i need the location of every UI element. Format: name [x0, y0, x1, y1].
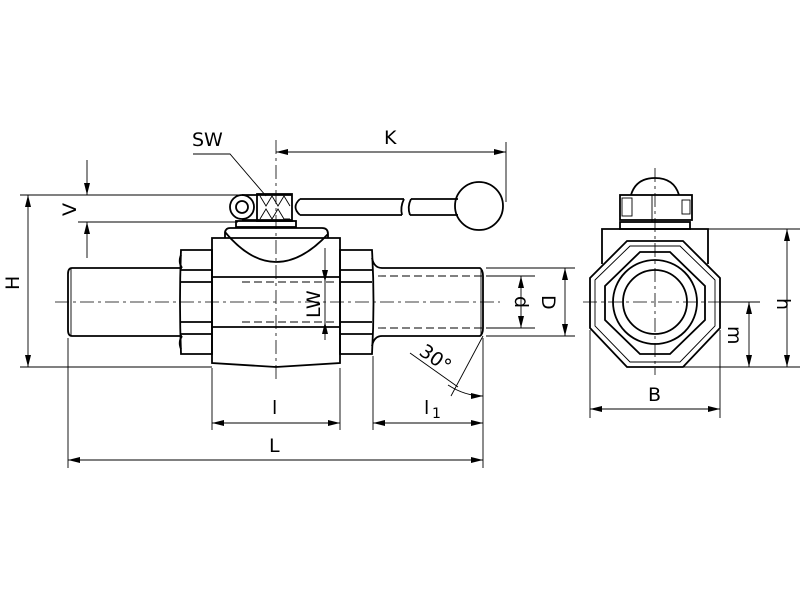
dim-label-l1: l — [424, 397, 429, 419]
dim-label-l1-subscript: 1 — [432, 406, 441, 422]
left-nut — [179, 249, 213, 355]
dim-label-sw: SW — [192, 129, 223, 151]
angle-arc — [447, 384, 484, 399]
sw-leader-line — [193, 153, 267, 197]
dim-label-angle: 30° — [415, 340, 455, 377]
right-pipe-end — [371, 257, 484, 347]
dim-label-v: V — [59, 203, 81, 216]
pivot-screw-icon — [229, 194, 255, 220]
side-knob-dome — [630, 177, 680, 196]
valve-body — [211, 227, 341, 368]
dim-label-d: d — [510, 296, 532, 308]
wrench-flat-sw — [256, 193, 293, 222]
lever-ball-knob — [454, 181, 504, 231]
dim-label-h-side: h — [772, 298, 794, 310]
dim-label-k: K — [384, 127, 397, 149]
side-view: h m B — [583, 168, 800, 418]
dim-label-D: D — [537, 295, 559, 310]
front-view: SW K V H LW d D 30° — [2, 127, 575, 468]
chamfer-angle-line — [450, 335, 484, 397]
side-handle-head — [619, 194, 693, 221]
side-inner-bore — [622, 269, 688, 335]
side-outer-bore — [612, 259, 698, 345]
lever-handle — [229, 181, 504, 231]
dim-label-L: L — [269, 435, 280, 457]
dim-label-lw: LW — [303, 290, 325, 318]
dim-label-b: B — [648, 384, 661, 406]
dim-label-m: m — [723, 326, 745, 345]
dim-label-l: l — [272, 397, 277, 419]
dim-label-h-total: H — [2, 276, 24, 290]
right-nut — [339, 249, 375, 355]
